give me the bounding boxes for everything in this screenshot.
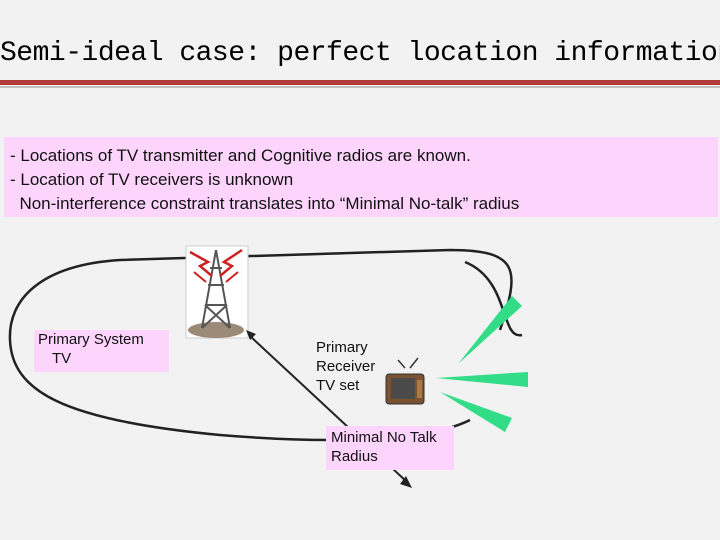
tv-set-icon xyxy=(385,357,425,405)
bullet-2: - Location of TV receivers is unknown xyxy=(10,170,294,189)
no-talk-radius-label: Minimal No Talk Radius xyxy=(326,426,454,470)
info-box xyxy=(4,137,718,217)
lightning-icon xyxy=(189,250,213,277)
bullet-3: Non-interference constraint translates i… xyxy=(10,194,520,213)
primary-system-label: Primary System TV xyxy=(34,330,169,372)
radio-beam-icon xyxy=(436,296,528,432)
bullet-1: - Locations of TV transmitter and Cognit… xyxy=(10,146,471,165)
transmitter-tower-icon xyxy=(185,245,249,339)
primary-receiver-label: Primary Receiver TV set xyxy=(316,339,376,394)
slide-title: Semi-ideal case: perfect location inform… xyxy=(0,38,720,69)
title-rule xyxy=(0,80,720,85)
coverage-arc xyxy=(464,260,523,337)
title-rule-shadow xyxy=(0,86,720,88)
